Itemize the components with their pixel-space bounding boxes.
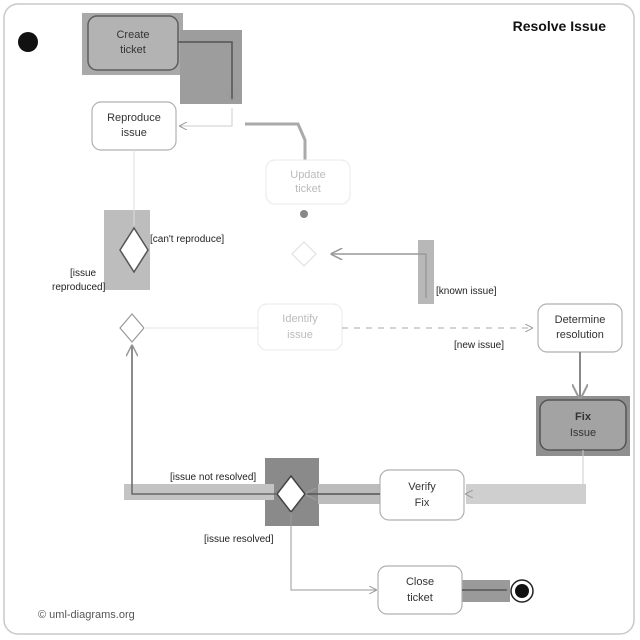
- edge-resolved-to-close: [290, 512, 376, 590]
- merge-diamond-left: [119, 313, 145, 343]
- node-close-ticket[interactable]: [377, 565, 463, 615]
- create-ticket-label-1: Create: [116, 29, 149, 41]
- node-update-ticket[interactable]: [265, 159, 351, 205]
- identify-issue-label-1: Identify: [282, 313, 318, 325]
- update-ticket-label-1: Update: [290, 169, 325, 181]
- decision-reproduce[interactable]: [119, 226, 149, 274]
- update-ticket-label-2: ticket: [295, 183, 321, 195]
- verify-fix-label-1: Verify: [408, 481, 436, 493]
- node-create-ticket[interactable]: [87, 15, 179, 71]
- fix-issue-label-2: Issue: [570, 427, 596, 439]
- node-reproduce-issue[interactable]: [91, 101, 177, 151]
- create-ticket-label-2: ticket: [120, 44, 146, 56]
- identify-issue-label-2: issue: [287, 329, 313, 341]
- guard-issue-reproduced-1: [issue: [70, 268, 97, 279]
- node-fix-issue[interactable]: [539, 399, 627, 451]
- initial-node: [18, 32, 38, 52]
- reproduce-issue-label-1: Reproduce: [107, 112, 161, 124]
- update-marker: [300, 210, 308, 218]
- footer-credit: © uml-diagrams.org: [38, 609, 135, 621]
- node-verify-fix[interactable]: [379, 469, 465, 521]
- determine-resolution-label-1: Determine: [555, 314, 606, 326]
- fix-issue-label-1: Fix: [575, 411, 592, 423]
- reproduce-issue-label-2: issue: [121, 127, 147, 139]
- merge-node: [291, 241, 317, 267]
- guard-issue-not-resolved: [issue not resolved]: [170, 472, 256, 483]
- guard-known-issue: [known issue]: [436, 286, 497, 297]
- node-determine-resolution[interactable]: [537, 303, 623, 353]
- close-ticket-label-1: Close: [406, 576, 434, 588]
- node-identify-issue[interactable]: [257, 303, 343, 351]
- edge-to-reproduce: [180, 108, 233, 126]
- edge-not-resolved-loop: [132, 346, 277, 495]
- edge-to-update: [245, 122, 307, 160]
- edge-fix-to-verify: [466, 450, 584, 494]
- guard-issue-reproduced-2: reproduced]: [52, 282, 106, 293]
- guard-cant-reproduce: [can't reproduce]: [150, 234, 224, 245]
- edge-known-to-merge: [332, 254, 427, 298]
- edge-create-down: [178, 41, 232, 100]
- guard-issue-resolved: [issue resolved]: [204, 534, 274, 545]
- highlight-close-to-final: [462, 580, 510, 602]
- highlight-not-resolved-path: [124, 484, 274, 500]
- final-node-dot: [515, 584, 529, 598]
- guard-new-issue: [new issue]: [454, 340, 504, 351]
- diagram-title: Resolve Issue: [513, 18, 607, 34]
- determine-resolution-label-2: resolution: [556, 329, 604, 341]
- close-ticket-label-2: ticket: [407, 592, 433, 604]
- verify-fix-label-2: Fix: [415, 497, 430, 509]
